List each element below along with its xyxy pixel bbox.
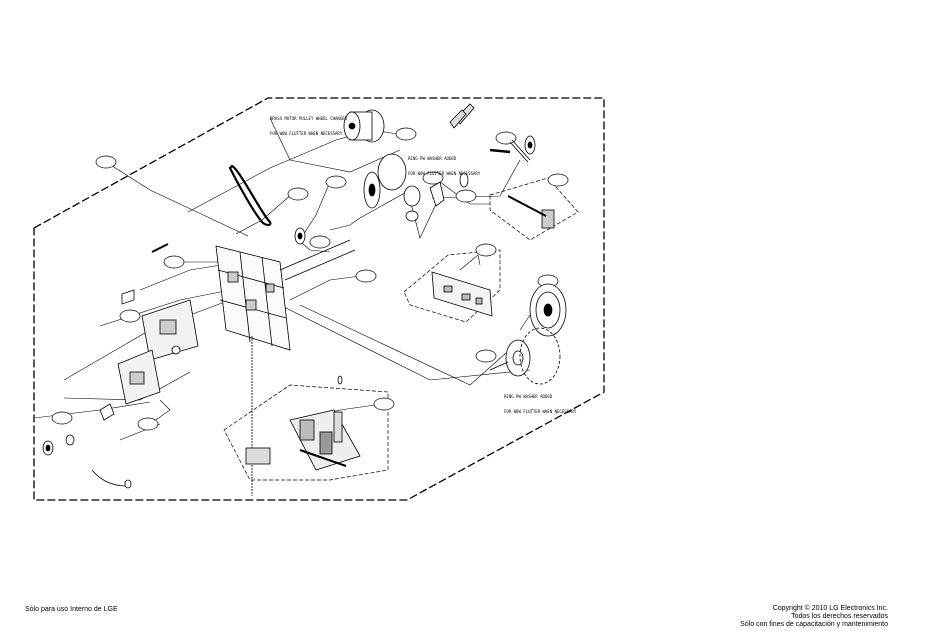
head-block <box>245 375 361 471</box>
ring-note-top-line2: FOR WOW FLUTTER WHEN NECESSARY <box>408 171 481 176</box>
chassis-frame <box>215 239 356 496</box>
upper-parts <box>294 103 536 245</box>
drive-belt <box>228 164 272 227</box>
copyright-line: Copyright © 2010 LG Electronics Inc. <box>772 605 888 612</box>
reel-assembly <box>489 195 567 385</box>
training-line: Sólo con fines de capacitación y manteni… <box>740 621 888 628</box>
pulley-change-note: BRASS MOTOR PULLEY WHEEL CHANGED FOR WOW… <box>270 106 347 141</box>
rights-line: Todos los derechos reservados <box>791 613 888 620</box>
ring-washer-note-bottom: RING PW WASHER ADDED FOR WOW FLUTTER WHE… <box>504 384 576 419</box>
internal-use-notice: Sólo para uso Interno de LGE <box>25 606 118 613</box>
ring-note-bottom-line2: FOR WOW FLUTTER WHEN NECESSARY <box>504 409 577 414</box>
part-reference-balloons <box>51 127 569 431</box>
ring-washer-note-top: RING PW WASHER ADDED FOR WOW FLUTTER WHE… <box>408 146 480 181</box>
ring-note-bottom-line1: RING PW WASHER ADDED <box>504 394 553 399</box>
control-board <box>431 271 493 317</box>
copyright-block: Copyright © 2010 LG Electronics Inc. Tod… <box>740 605 888 629</box>
pulley-note-line1: BRASS MOTOR PULLEY WHEEL CHANGED <box>270 116 348 121</box>
exploded-view-diagram <box>33 97 605 501</box>
assembly-boundary <box>33 97 605 501</box>
left-mechanism <box>42 243 199 489</box>
motor <box>343 109 385 143</box>
pulley-note-line2: FOR WOW FLUTTER WHEN NECESSARY <box>270 131 343 136</box>
ring-note-top-line1: RING PW WASHER ADDED <box>408 156 457 161</box>
